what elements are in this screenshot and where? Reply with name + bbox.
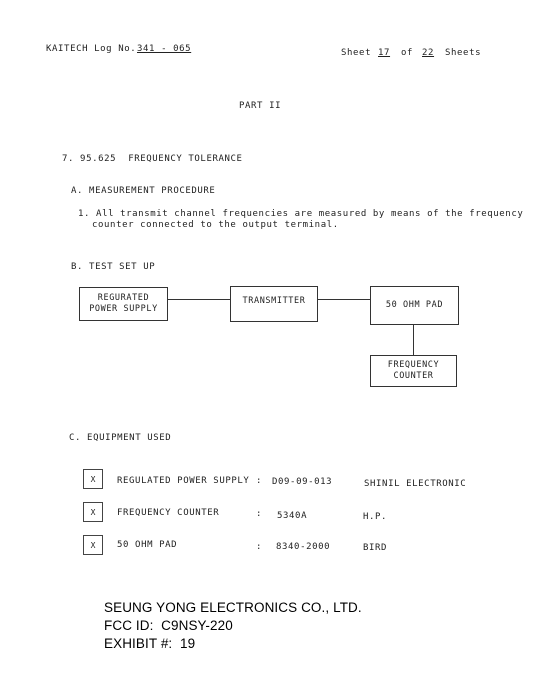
part-title: PART II: [239, 101, 282, 111]
sheet-number: 17: [378, 48, 391, 58]
box-power-supply: REGURATED POWER SUPPLY: [79, 287, 168, 321]
equipment-name-1: REGULATED POWER SUPPLY: [117, 476, 250, 486]
box-counter-line-1: FREQUENCY: [387, 360, 440, 370]
equipment-maker-1: SHINIL ELECTRONIC: [364, 479, 467, 489]
total-sheets: 22: [422, 48, 435, 58]
equipment-model-1: D09-09-013: [272, 477, 333, 487]
equipment-sep-1: :: [256, 476, 263, 486]
footer-fcc-id: FCC ID: C9NSY-220: [104, 618, 233, 633]
equipment-check-3: X: [83, 535, 103, 555]
measurement-heading: A. MEASUREMENT PROCEDURE: [71, 186, 216, 196]
footer-exhibit: EXHIBIT #: 19: [104, 636, 196, 651]
box-pad: 50 OHM PAD: [370, 286, 459, 325]
box-frequency-counter: FREQUENCY COUNTER: [370, 355, 457, 387]
footer-company: SEUNG YONG ELECTRONICS CO., LTD.: [104, 600, 362, 615]
sheets-label: Sheets: [445, 48, 482, 58]
section-title: 7. 95.625 FREQUENCY TOLERANCE: [62, 154, 243, 164]
equipment-sep-3: :: [256, 542, 263, 552]
equipment-name-2: FREQUENCY COUNTER: [117, 508, 220, 518]
equipment-name-3: 50 OHM PAD: [117, 540, 178, 550]
sheet-label: Sheet: [341, 48, 372, 58]
box-power-supply-line-2: POWER SUPPLY: [89, 304, 158, 314]
connector-power-transmitter: [168, 299, 230, 300]
box-transmitter: TRANSMITTER: [230, 286, 318, 322]
box-power-supply-line-1: REGURATED: [97, 293, 150, 303]
equipment-check-1: X: [83, 469, 103, 489]
of-label: of: [401, 48, 414, 58]
equipment-model-3: 8340-2000: [276, 542, 331, 552]
equipment-sep-2: :: [256, 509, 263, 519]
measurement-line-1: 1. All transmit channel frequencies are …: [78, 209, 524, 219]
box-transmitter-label: TRANSMITTER: [242, 296, 306, 306]
log-number: 341 - 065: [137, 44, 192, 54]
connector-transmitter-pad: [318, 299, 370, 300]
equipment-model-2: 5340A: [277, 511, 308, 521]
box-pad-label: 50 OHM PAD: [385, 300, 444, 310]
equipment-check-2: X: [83, 502, 103, 522]
equipment-maker-3: BIRD: [363, 543, 388, 553]
box-counter-line-2: COUNTER: [393, 371, 434, 381]
measurement-line-2: counter connected to the output terminal…: [92, 220, 339, 230]
equipment-maker-2: H.P.: [363, 512, 388, 522]
equipment-heading: C. EQUIPMENT USED: [69, 433, 172, 443]
setup-heading: B. TEST SET UP: [71, 262, 156, 272]
log-label: KAITECH Log No.: [46, 44, 137, 54]
connector-pad-counter: [413, 325, 414, 355]
